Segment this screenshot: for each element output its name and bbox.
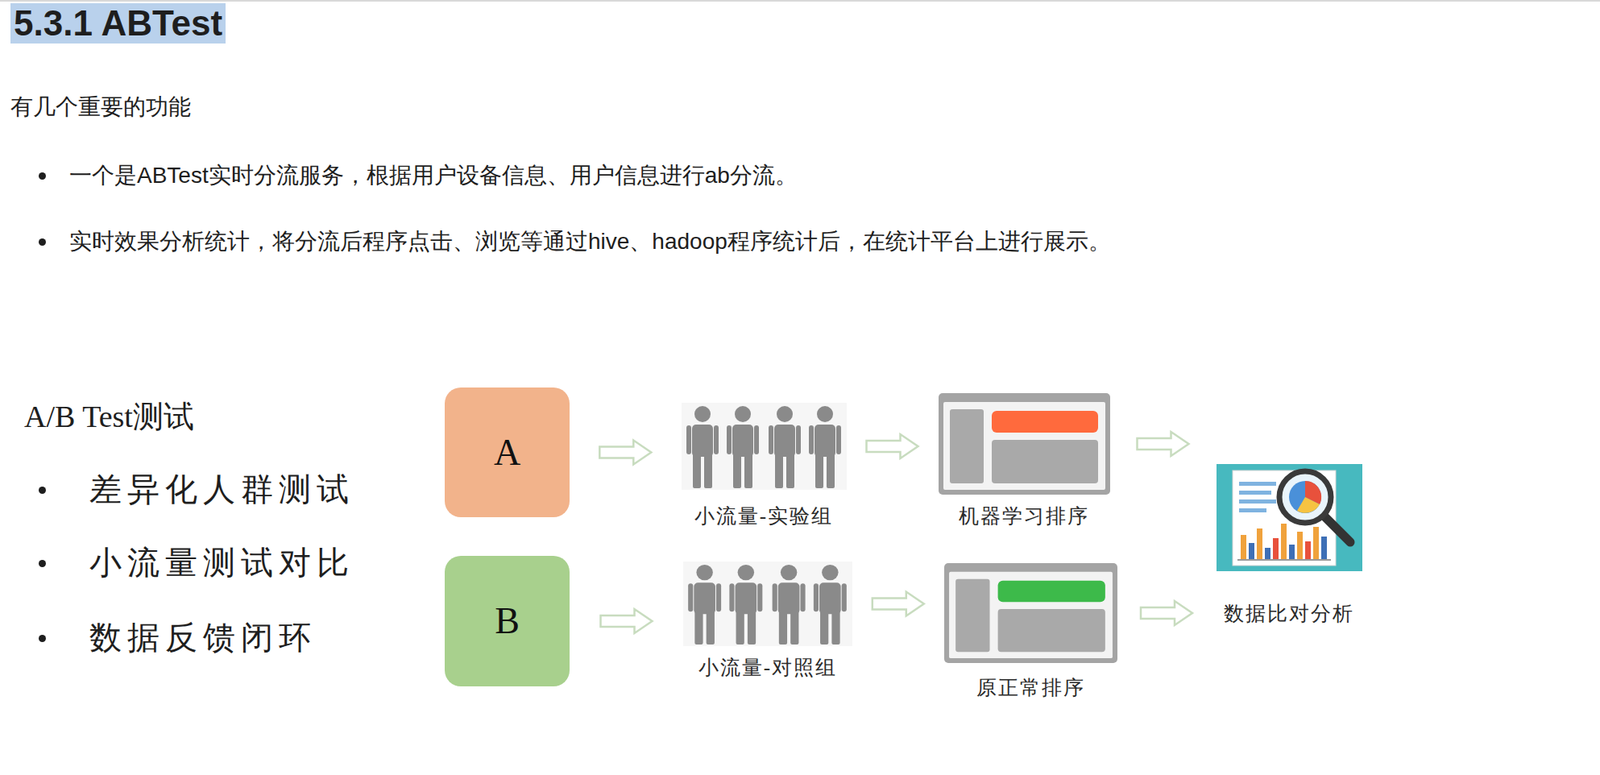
screen-icon [938,393,1111,495]
icon-node: 数据比对分析 [1160,464,1418,626]
icon-node: 小流量-对照组 [638,561,897,680]
icon-caption: 机器学习排序 [958,504,1090,529]
bullet-dot [38,238,46,246]
group-box: A [444,387,570,518]
screen-graphic [944,563,1118,664]
bullet-dot [38,559,46,568]
icon-caption: 数据比对分析 [1223,601,1355,626]
hollow-arrow [1137,431,1190,456]
text-label: 一个是ABTest实时分流服务，根据用户设备信息、用户信息进行ab分流。 [69,154,798,197]
text-label: 实时效果分析统计，将分流后程序点击、浏览等通过hive、hadoop程序统计后，… [69,220,1391,263]
box-letter: B [494,600,520,643]
text-label: 小流量测试对比 [89,543,355,583]
text-label: 数据反馈闭环 [89,618,317,658]
screen-icon [944,563,1118,664]
hollow-arrow [872,592,925,617]
hollow-arrow [1140,601,1193,626]
hollow-arrow [601,609,653,634]
bullet-dot [38,172,46,180]
people-graphic [683,561,853,647]
top-rule [0,0,1600,2]
hollow-arrow [599,440,651,465]
icon-caption: 小流量-实验组 [694,504,834,529]
chart-icon [1216,464,1363,572]
hollow-arrow [866,434,919,459]
group-box: B [444,555,570,687]
bullet-dot [38,486,46,494]
text-label: A/B Test测试 [24,397,195,436]
text-label: 有几个重要的功能 [10,86,191,129]
page-title: 5.3.1 ABTest [10,3,226,44]
icon-node: 机器学习排序 [895,393,1153,529]
chart-graphic [1216,464,1363,572]
people-icon [681,402,847,490]
bullet-dot [38,634,46,643]
text-label: 差异化人群测试 [89,470,355,510]
screen-graphic [938,393,1111,495]
icon-caption: 原正常排序 [976,675,1086,701]
icon-caption: 小流量-对照组 [698,655,838,680]
box-letter: A [493,431,521,474]
people-graphic [681,402,847,490]
people-icon [683,561,853,647]
icon-node: 小流量-实验组 [634,402,893,529]
icon-node: 原正常排序 [901,563,1160,701]
